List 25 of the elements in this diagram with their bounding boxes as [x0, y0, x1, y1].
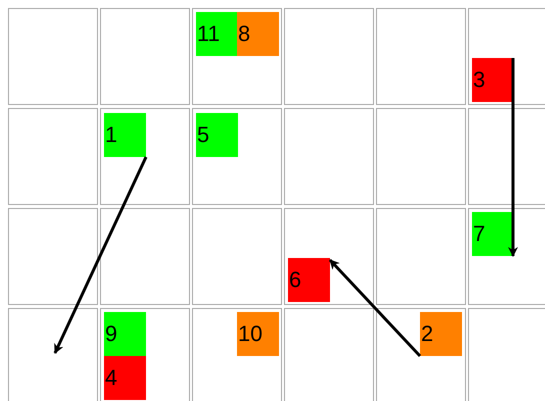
number-tile: [196, 113, 238, 157]
number-tile: [104, 312, 146, 356]
number-tile: [288, 258, 330, 302]
number-tile: [420, 312, 462, 356]
tile-number: 7: [472, 223, 486, 245]
tile-number: 1: [104, 124, 118, 146]
tile-number: 10: [237, 323, 262, 345]
number-tile: [196, 12, 238, 56]
number-tile: [104, 113, 146, 157]
tile-number: 11: [196, 23, 220, 45]
arrow: [54, 156, 148, 354]
tile-number: 2: [420, 323, 434, 345]
tile-number: 8: [237, 23, 250, 45]
tile-number: 6: [288, 269, 302, 291]
tile-number: 5: [196, 124, 210, 146]
number-tile: [237, 312, 279, 356]
number-tile: [472, 212, 514, 256]
arrow: [328, 258, 422, 358]
number-tile: [472, 58, 514, 102]
number-tile: [104, 356, 146, 400]
number-tile: [237, 12, 279, 56]
tile-number: 4: [104, 367, 118, 389]
tile-number: 9: [104, 323, 118, 345]
tile-number: 3: [472, 69, 486, 91]
arrow: [508, 58, 518, 257]
